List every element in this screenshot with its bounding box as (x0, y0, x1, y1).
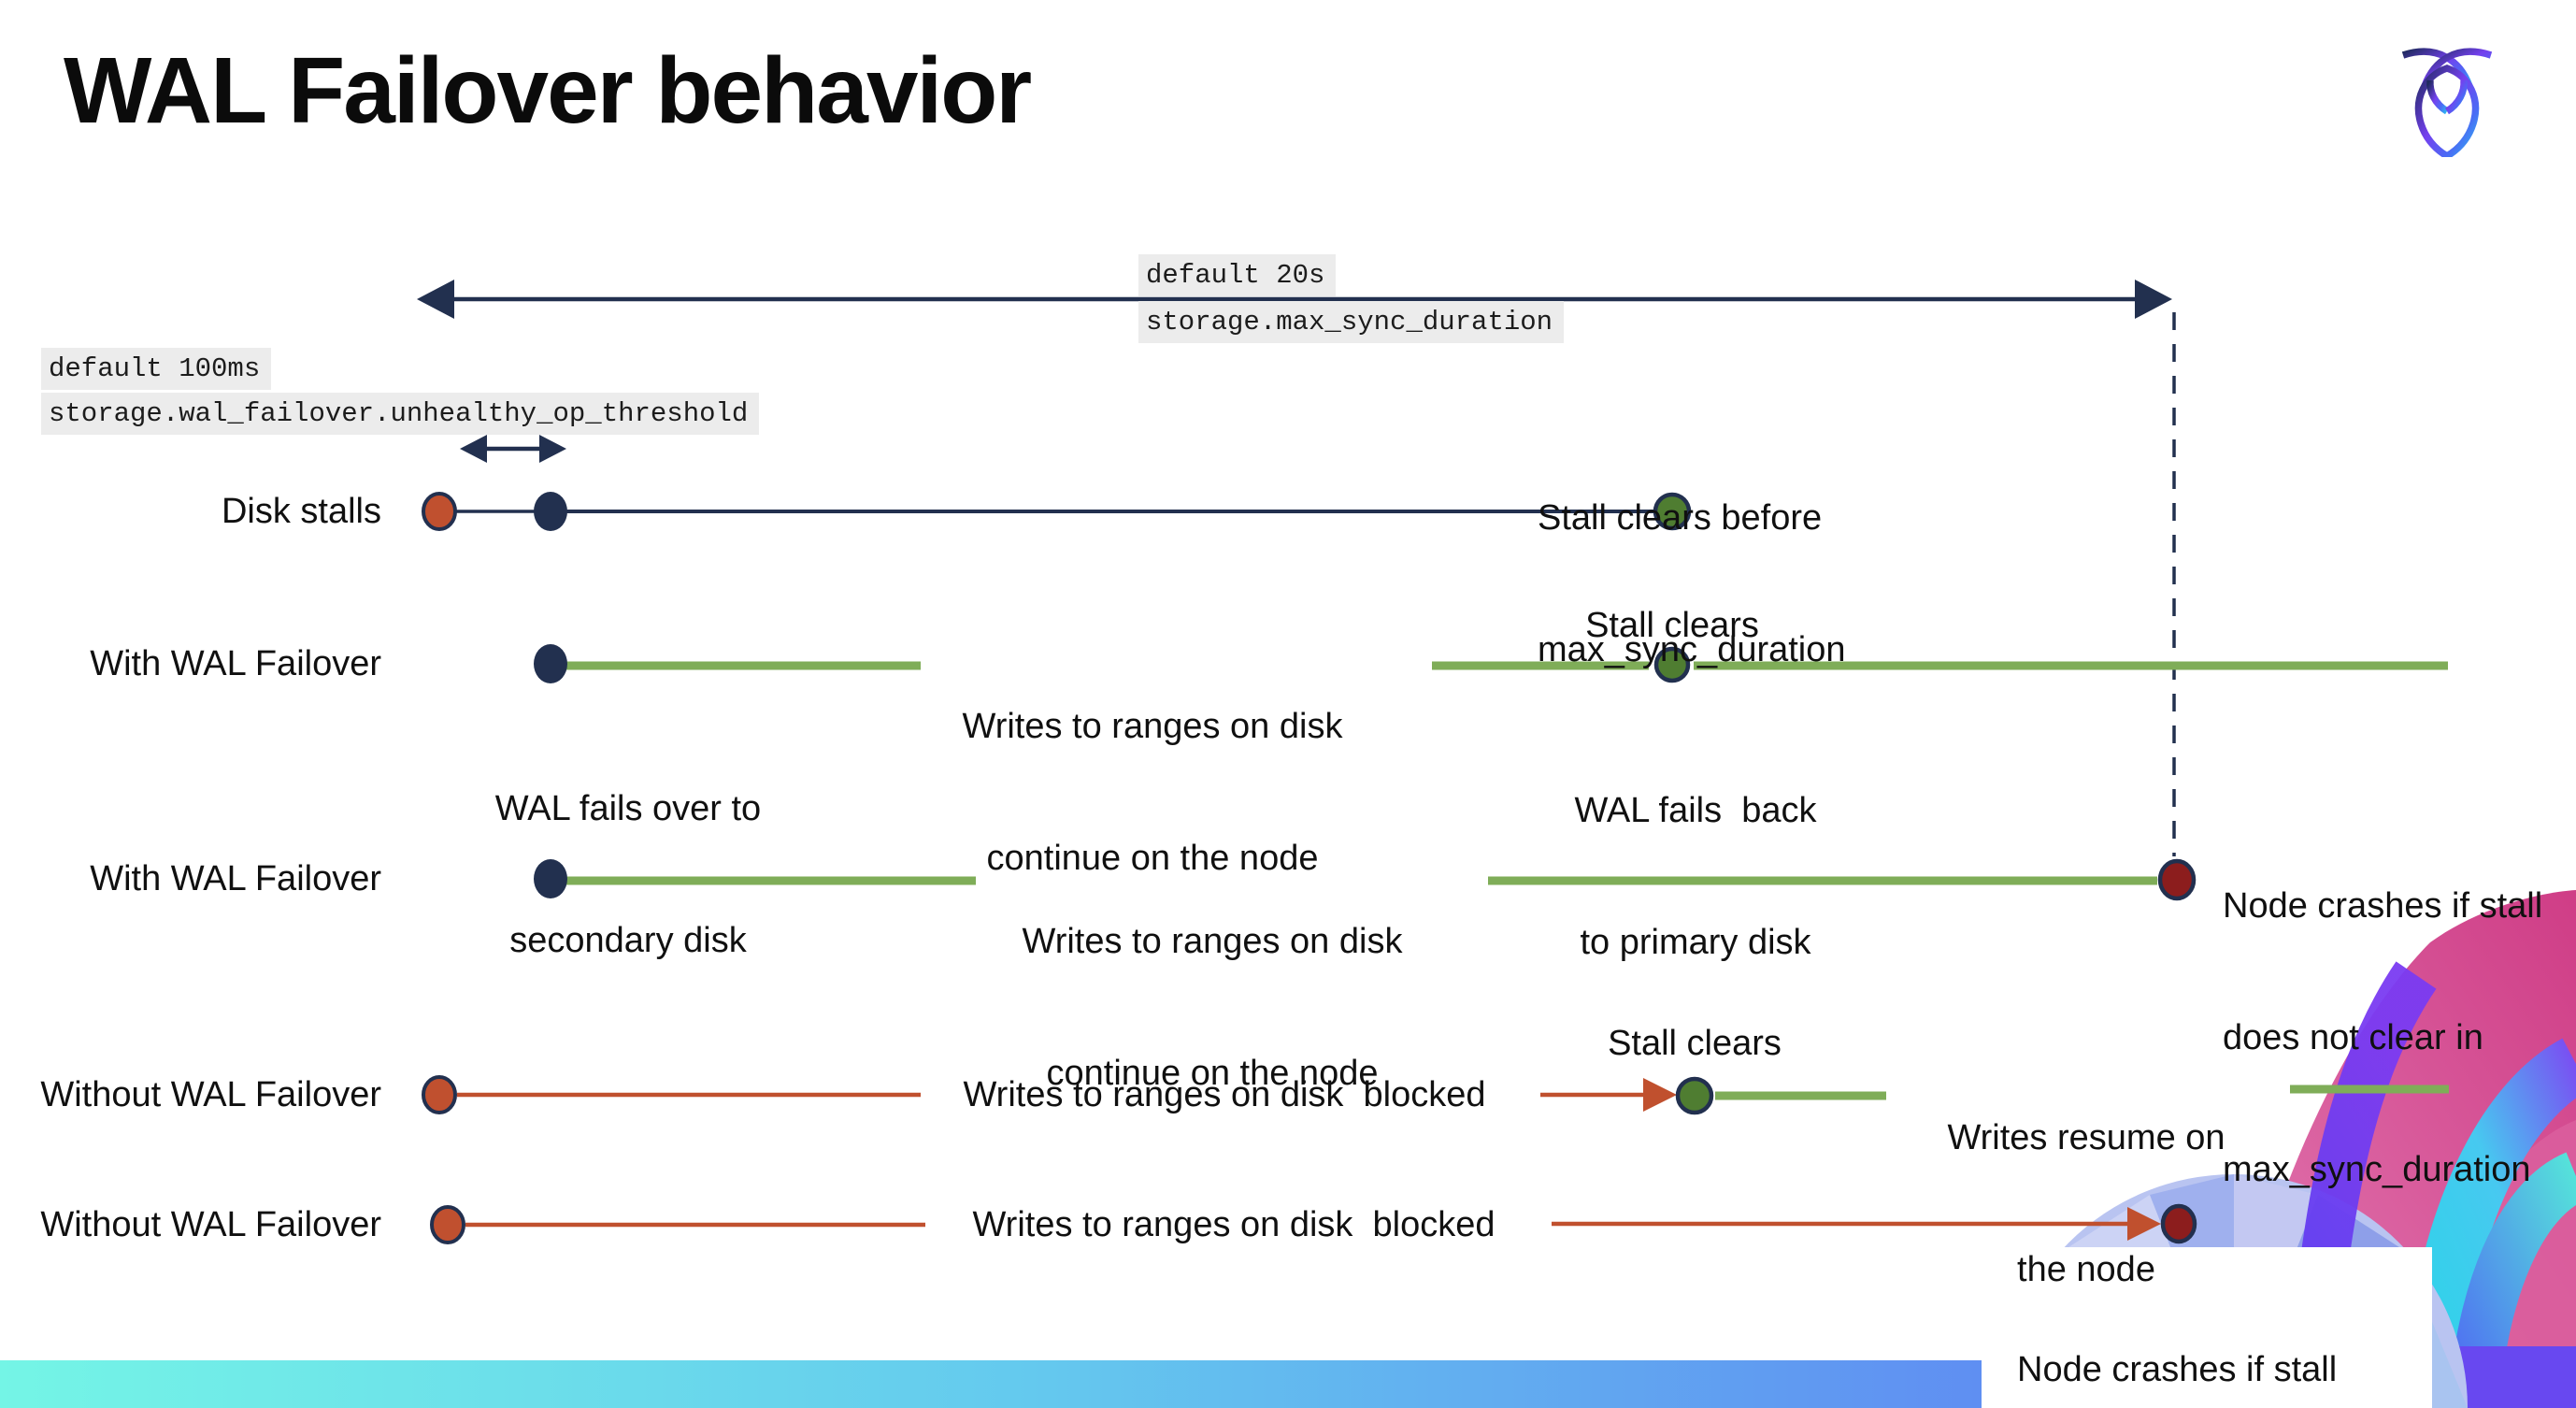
row-label-disk-stalls: Disk stalls (221, 492, 381, 531)
note-line: Stall clears before (1538, 498, 1823, 538)
page-title: WAL Failover behavior (64, 38, 1032, 143)
failover-dot (534, 644, 567, 683)
note-line: Node crashes if stall (2017, 1350, 2338, 1389)
row-with-failover-crash-track (534, 858, 2197, 901)
note-line: Node crashes if stall (2223, 886, 2543, 926)
note-writes-resume: Writes resume on the node (1927, 1028, 2245, 1380)
row-label-without-wal-failover-1: Without WAL Failover (40, 1075, 381, 1114)
note-line: max_sync_duration (1538, 630, 1846, 669)
note-line: continue on the node (986, 839, 1319, 878)
threshold-dot (534, 492, 567, 531)
stall-clears-dot (1653, 492, 1692, 531)
note-line: Writes to ranges on disk (962, 707, 1343, 746)
node-crash-dot (2160, 1203, 2197, 1244)
note-writes-continue-2: Writes to ranges on disk continue on the… (1002, 832, 1423, 1184)
max-sync-duration-setting-name: storage.max_sync_duration (1138, 301, 1565, 343)
note-line: the node (2017, 1250, 2155, 1289)
unhealthy-op-threshold-default-label: default 100ms (41, 348, 272, 390)
note-node-crashes-1: Node crashes if stall does not clear in … (2223, 797, 2576, 1280)
stall-start-dot (422, 492, 457, 531)
node-crash-dot (2157, 858, 2197, 901)
note-line: to primary disk (1580, 923, 1811, 962)
note-stall-clears-1: Stall clears (1585, 606, 1759, 645)
note-writes-blocked-1: Writes to ranges on disk blocked (963, 1075, 1486, 1114)
max-sync-duration-arrow (417, 280, 2172, 319)
note-line: Writes to ranges on disk (1022, 922, 1403, 961)
note-writes-blocked-2: Writes to ranges on disk blocked (972, 1205, 1496, 1244)
max-sync-duration-default-label: default 20s (1138, 254, 1337, 296)
row-with-failover-clears-track (534, 644, 2448, 683)
row-without-failover-crash-track (430, 1203, 2197, 1244)
unhealthy-op-threshold-arrow (460, 435, 566, 463)
row-label-with-wal-failover-1: With WAL Failover (90, 644, 381, 683)
row-label-with-wal-failover-2: With WAL Failover (90, 859, 381, 898)
stall-start-dot (430, 1205, 465, 1244)
cockroach-logo-icon (2401, 48, 2493, 157)
stall-start-dot (422, 1075, 457, 1114)
row-disk-stalls-track (422, 492, 1692, 531)
note-line: secondary disk (509, 921, 747, 960)
note-line: WAL fails back (1574, 791, 1817, 830)
stall-clears-dot (1675, 1076, 1714, 1115)
row-label-without-wal-failover-2: Without WAL Failover (40, 1205, 381, 1244)
note-line: continue on the node (1046, 1054, 1379, 1093)
stall-clears-dot (1653, 646, 1691, 683)
failover-dot (534, 859, 567, 898)
note-node-crashes-2: Node crashes if stall does not clear in … (1982, 1247, 2432, 1408)
note-wal-fails-over: WAL fails over to secondary disk (479, 699, 778, 1051)
note-line: does not clear in (2223, 1018, 2483, 1057)
note-stall-clears-2: Stall clears (1608, 1024, 1782, 1063)
note-stall-clears-before: Stall clears before max_sync_duration (1538, 409, 1846, 760)
note-writes-continue-1: Writes to ranges on disk continue on the… (942, 617, 1363, 969)
note-line: Writes resume on (1947, 1118, 2225, 1157)
row-without-failover-clears-track (422, 1075, 2449, 1115)
note-node-crashes-2-box: Node crashes if stall does not clear in … (1982, 1247, 2432, 1408)
unhealthy-op-threshold-setting-name: storage.wal_failover.unhealthy_op_thresh… (41, 393, 760, 435)
note-wal-fails-back: WAL fails back to primary disk (1555, 701, 1836, 1053)
note-line: WAL fails over to (494, 789, 762, 828)
note-line: max_sync_duration (2223, 1150, 2531, 1189)
